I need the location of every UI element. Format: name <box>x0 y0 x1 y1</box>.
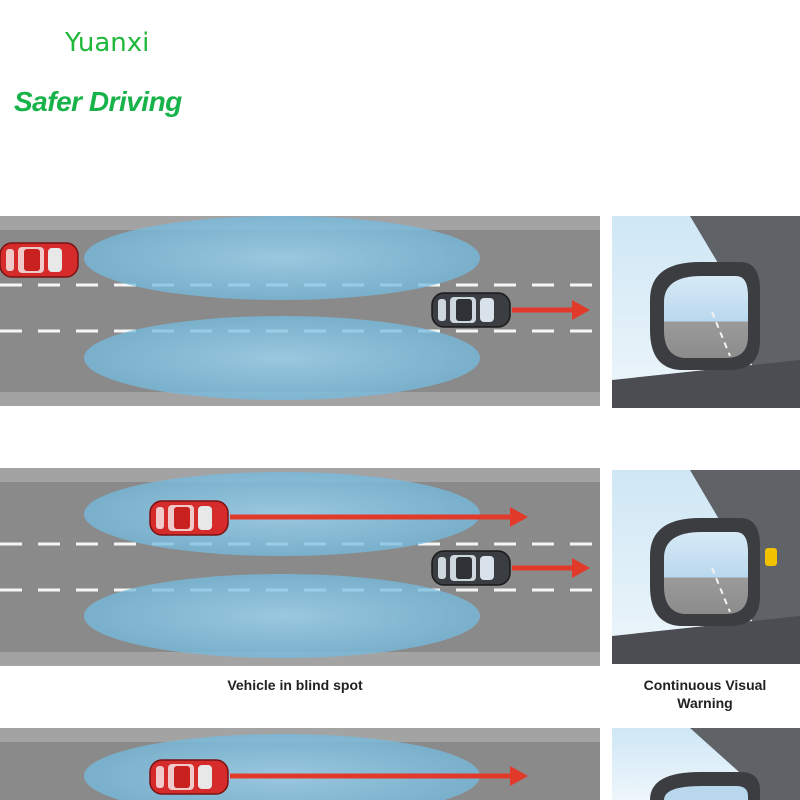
mirror-caption-2: Continuous Visual Warning <box>643 677 767 711</box>
mirror-panel-2 <box>612 470 800 664</box>
road-panel-1 <box>0 216 600 406</box>
road-panel-3 <box>0 728 600 800</box>
brand-name: Yuanxi <box>65 28 150 58</box>
road-caption-2: Vehicle in blind spot <box>227 677 363 693</box>
mirror-panel-3 <box>612 728 800 800</box>
mirror-panel-1 <box>612 216 800 408</box>
road-panel-2 <box>0 468 600 666</box>
warning-light-icon <box>765 548 777 566</box>
tagline: Safer Driving <box>14 86 182 117</box>
